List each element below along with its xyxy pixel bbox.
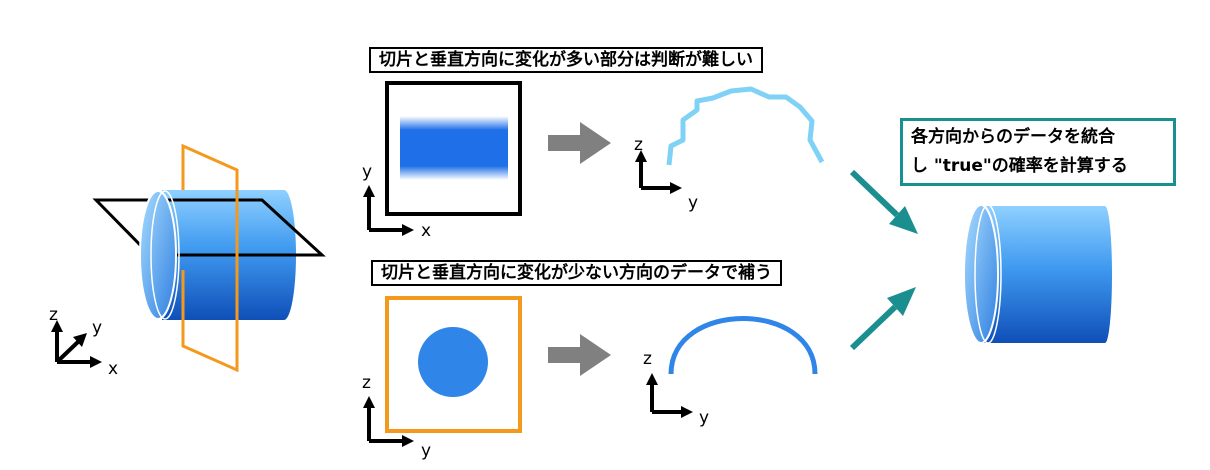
result-cylinder-front-cap [963, 204, 999, 344]
top-profile-curve [666, 86, 825, 166]
conclusion-line-2: し "true"の確率を計算する [911, 156, 1128, 176]
bottom-slice-axes [363, 396, 414, 447]
bottom-profile-axis-z-label: z [643, 349, 652, 369]
bottom-profile-axes [646, 373, 693, 418]
teal-arrow-bottom [849, 287, 916, 351]
top-profile-axis-z-label: z [634, 135, 643, 155]
top-row-caption: 切片と垂直方向に変化が多い部分は判断が難しい [369, 47, 763, 73]
top-slice-band [400, 116, 508, 180]
left-axes [51, 320, 102, 368]
left-axis-x-label: x [108, 359, 118, 379]
result-cylinder [963, 204, 1112, 344]
top-gray-arrow [548, 122, 611, 164]
bottom-row-caption: 切片と垂直方向に変化が少ない方向のデータで補う [371, 260, 782, 286]
conclusion-box: 各方向からのデータを統合 し "true"の確率を計算する [900, 118, 1176, 186]
bottom-slice-axis-z-label: z [362, 373, 371, 393]
teal-arrow-top [849, 169, 918, 234]
black-slice-plane [92, 198, 326, 257]
conclusion-line-1: 各方向からのデータを統合 [911, 127, 1115, 147]
top-slice-axes [363, 185, 414, 236]
top-profile-axes [635, 150, 682, 194]
left-axis-z-label: z [49, 305, 58, 325]
top-profile-axis-y-label: y [688, 193, 698, 213]
cylinder-front-cap [139, 190, 177, 320]
left-axis-y-label: y [92, 318, 102, 338]
bottom-gray-arrow [548, 334, 611, 376]
bottom-slice-circle [418, 327, 488, 397]
left-cylinder-with-planes [92, 143, 326, 373]
top-slice-axis-x-label: x [421, 221, 431, 241]
bottom-profile-arc [668, 316, 818, 375]
top-slice-axis-y-label: y [362, 162, 372, 182]
bottom-slice-axis-y-label: y [421, 441, 431, 461]
bottom-profile-axis-y-label: y [699, 408, 709, 428]
